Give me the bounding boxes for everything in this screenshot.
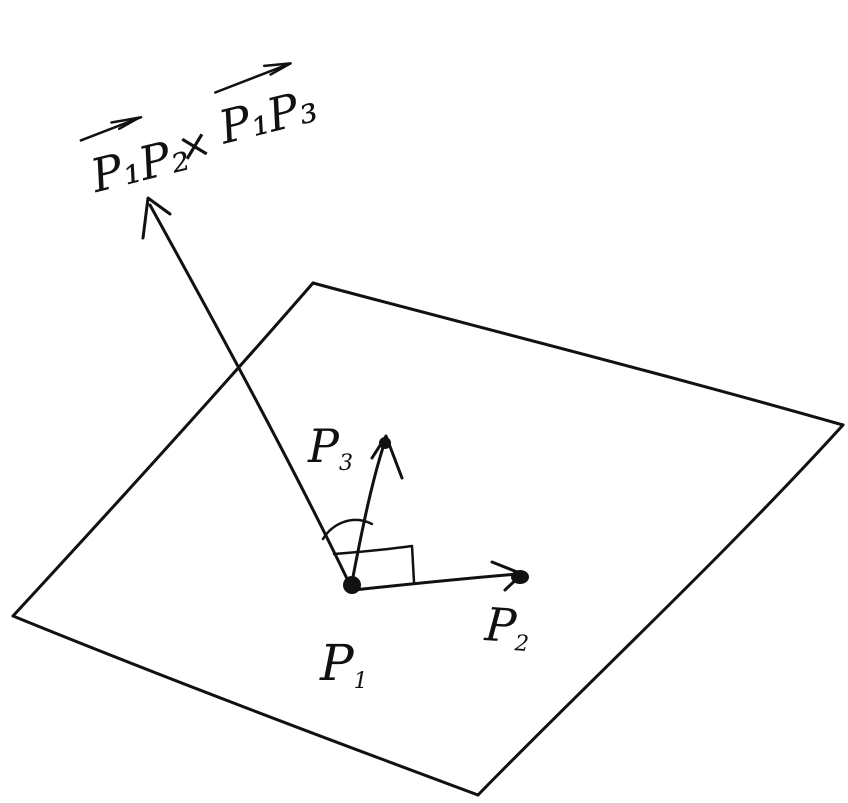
- plane-edge-top: [311, 281, 845, 427]
- vector-p1-p3-shaft: [350, 436, 388, 584]
- overbar-p1p3-arrowhead: [263, 62, 292, 76]
- right-angle-marker: [332, 544, 416, 584]
- label-p1-subscript: 1: [354, 669, 368, 694]
- label-p3-letter: P: [307, 419, 340, 473]
- label-p2: P2: [482, 597, 532, 657]
- point-p3-dot: [379, 437, 391, 449]
- plane-edge-right: [476, 423, 845, 797]
- overbar-p1p3: [214, 62, 292, 94]
- normal-vector-shaft: [148, 203, 352, 587]
- vector-p1-p2-shaft: [352, 572, 520, 592]
- label-p1: P1: [319, 634, 368, 694]
- label-p2-subscript: 2: [513, 631, 530, 657]
- point-p1-dot: [343, 576, 361, 594]
- vector-p1-p3-arrowhead: [370, 434, 404, 480]
- plane-edge-bottom: [11, 614, 480, 797]
- label-second-vector: P₁P₃: [213, 78, 323, 155]
- normal-vector-arrow: [141, 196, 352, 587]
- label-p1-letter: P: [319, 634, 355, 692]
- label-p3-subscript: 3: [339, 451, 353, 476]
- vector-p1-p2: [352, 560, 529, 592]
- point-p2-dot: [511, 570, 529, 584]
- plane-edge-left: [11, 281, 315, 618]
- label-p2-letter: P: [482, 597, 519, 653]
- cross-product-label: P₁P₂ × P₁P₃: [79, 62, 323, 203]
- plane: [11, 281, 845, 797]
- label-p3: P3: [307, 419, 353, 476]
- normal-vector-arrowhead: [141, 196, 172, 240]
- overbar-p1p2-arrowhead: [110, 116, 141, 131]
- angle-arc: [321, 518, 374, 541]
- vector-p1-p3: [350, 434, 404, 584]
